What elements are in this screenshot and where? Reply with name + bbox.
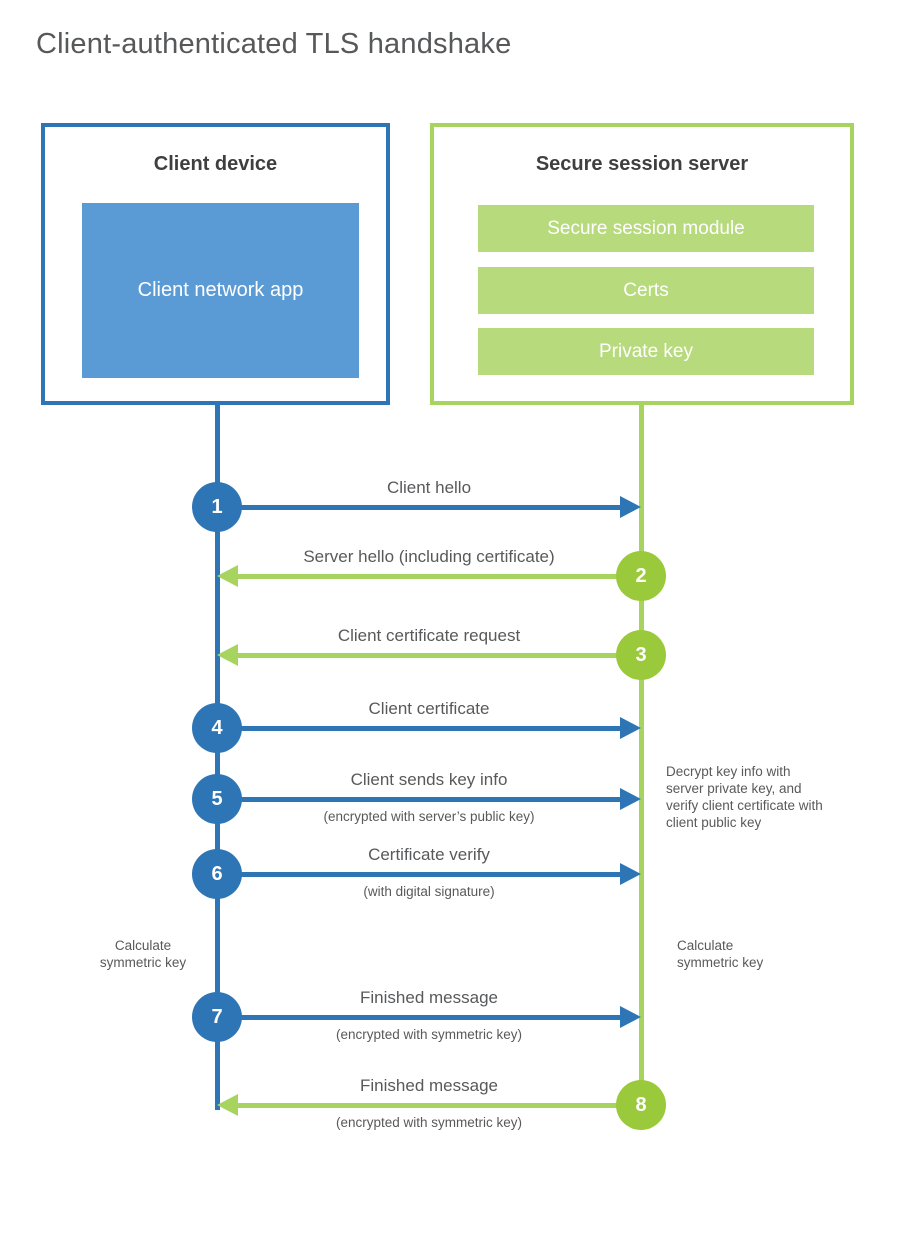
client-network-app-label: Client network app [137,279,304,301]
step-label: Client certificate [368,699,490,718]
client-device-title: Client device [153,153,278,175]
server-calculate-key-note: Calculate symmetric key [677,938,764,970]
step-number-badge: 8 [616,1080,666,1130]
client-network-app-box: Client network app [82,203,359,378]
server-lifeline [639,405,644,1129]
arrow-line [218,505,622,510]
step-sublabel: (with digital signature) [363,884,495,899]
private-key-box: Private key [478,328,814,375]
step-number-badge: 7 [192,992,242,1042]
step-sublabel: (encrypted with symmetric key) [335,1027,523,1042]
arrow-line [218,797,622,802]
step-sublabel: (encrypted with server’s public key) [323,809,535,824]
arrow-right-icon [620,496,641,518]
step-number-badge: 3 [616,630,666,680]
step-sublabel: (encrypted with symmetric key) [335,1115,523,1130]
server-decrypt-note: Decrypt key info with server private key… [666,764,823,830]
secure-session-module-box: Secure session module [478,205,814,252]
arrow-left-icon [217,1094,238,1116]
arrow-line [237,574,641,579]
step-label: Finished message [360,988,498,1007]
step-number-badge: 2 [616,551,666,601]
certs-box: Certs [478,267,814,314]
step-label: Client certificate request [337,626,521,645]
arrow-line [237,1103,641,1108]
step-number-badge: 6 [192,849,242,899]
secure-session-server-box: Secure session server Secure session mod… [430,123,854,405]
secure-session-server-title: Secure session server [535,153,749,175]
step-number-badge: 4 [192,703,242,753]
step-number-badge: 1 [192,482,242,532]
step-label: Finished message [360,1076,498,1095]
arrow-right-icon [620,1006,641,1028]
arrow-left-icon [217,644,238,666]
client-device-box: Client device Client network app [41,123,390,405]
step-label: Server hello (including certificate) [303,547,555,566]
step-number-badge: 5 [192,774,242,824]
arrow-right-icon [620,788,641,810]
arrow-line [237,653,641,658]
arrow-line [218,872,622,877]
client-calculate-key-note: Calculate symmetric key [99,938,187,970]
step-label: Certificate verify [368,845,490,864]
arrow-right-icon [620,863,641,885]
arrow-right-icon [620,717,641,739]
arrow-line [218,1015,622,1020]
arrow-left-icon [217,565,238,587]
page-title: Client-authenticated TLS handshake [36,28,512,60]
step-label: Client sends key info [350,770,508,789]
step-label: Client hello [386,478,472,497]
arrow-line [218,726,622,731]
client-lifeline [215,405,220,1110]
